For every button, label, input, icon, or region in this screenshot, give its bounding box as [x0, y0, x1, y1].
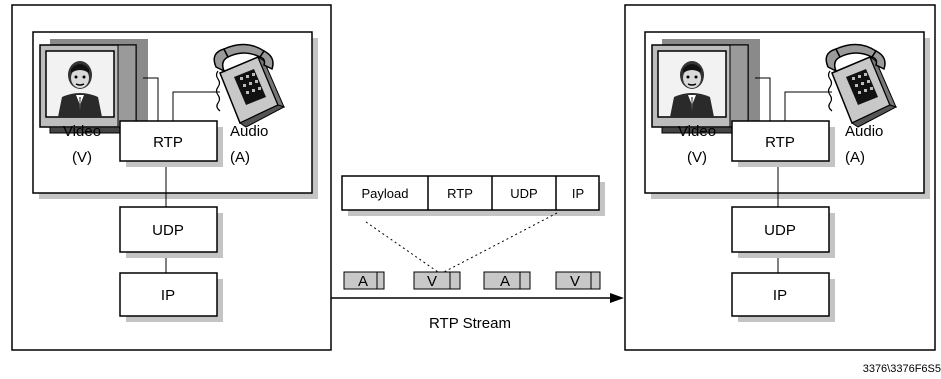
- ip-label: IP: [773, 287, 787, 304]
- figure-reference: 3376\3376F6S5: [863, 363, 941, 375]
- video-label: Video: [678, 123, 716, 140]
- rtp-box: [119, 120, 218, 162]
- stream-packet: V: [555, 271, 601, 290]
- packet-field-ip: IP: [572, 186, 584, 201]
- udp-label: UDP: [764, 222, 796, 239]
- stream-label: RTP Stream: [429, 315, 511, 332]
- stream-packet: V: [413, 271, 461, 290]
- udp-label: UDP: [152, 222, 184, 239]
- video-abbr: (V): [687, 149, 707, 166]
- rtp-label: RTP: [153, 134, 183, 151]
- video-abbr: (V): [72, 149, 92, 166]
- right-host: RTP UDP IP Video (V) Audio (A): [624, 4, 936, 351]
- video-to-rtp-line: [755, 77, 771, 121]
- ip-label: IP: [161, 287, 175, 304]
- audio-abbr: (A): [230, 149, 250, 166]
- zoom-line-right: [443, 212, 558, 273]
- stream-arrow-head: [610, 293, 624, 303]
- left-host: RTP UDP IP Video (V) Audio (A): [11, 4, 332, 351]
- audio-to-rtp-line: [172, 91, 220, 121]
- stream-packet-label: A: [358, 273, 368, 290]
- rtp-stream: A V A V RTP Stream: [331, 271, 624, 332]
- stream-packet-label: V: [570, 273, 580, 290]
- packet-field-rtp: RTP: [447, 186, 473, 201]
- video-label: Video: [63, 123, 101, 140]
- zoom-line-left: [365, 221, 439, 273]
- rtp-box: [731, 120, 830, 162]
- stream-packet: A: [343, 271, 385, 290]
- packet-field-udp: UDP: [510, 186, 537, 201]
- audio-abbr: (A): [845, 149, 865, 166]
- ip-box: [731, 272, 830, 317]
- packet-format: Payload RTP UDP IP: [341, 175, 605, 273]
- udp-box: [731, 206, 830, 253]
- ip-box: [119, 272, 218, 317]
- stream-packet: A: [483, 271, 531, 290]
- stream-packet-label: V: [427, 273, 437, 290]
- audio-to-rtp-line: [784, 91, 832, 121]
- audio-label: Audio: [230, 123, 268, 140]
- video-monitor-icon: [651, 38, 761, 134]
- udp-box: [119, 206, 218, 253]
- video-monitor-icon: [39, 38, 149, 134]
- packet-field-payload: Payload: [362, 186, 409, 201]
- stream-packet-label: A: [500, 273, 510, 290]
- video-to-rtp-line: [143, 77, 159, 121]
- audio-label: Audio: [845, 123, 883, 140]
- rtp-label: RTP: [765, 134, 795, 151]
